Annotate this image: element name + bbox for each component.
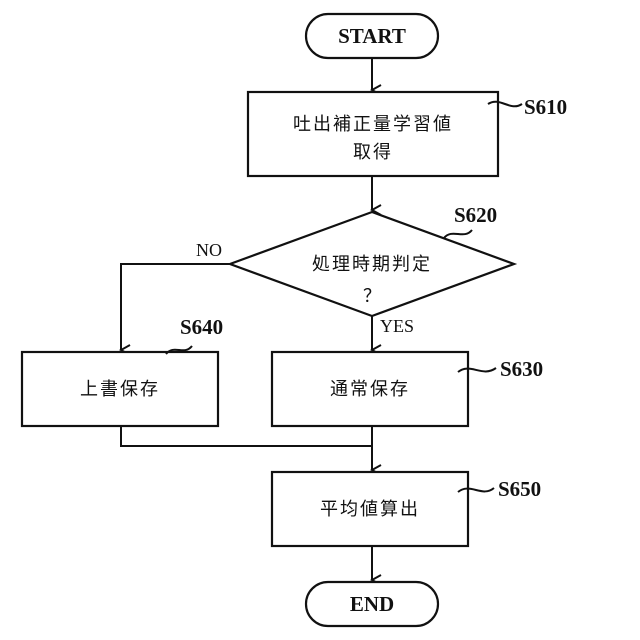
s610-text-line1: 吐出補正量学習値 [293,114,453,135]
s610-step-label: S610 [524,95,567,119]
s610-text-line2: 取得 [353,142,393,163]
s620-leader [444,230,472,238]
s630-step-label: S630 [500,357,543,381]
s650-step-label: S650 [498,477,541,501]
s620-question-mark: ？ [363,286,381,306]
yes-label: YES [380,316,414,336]
s650-text: 平均値算出 [320,499,420,520]
s640-step-label: S640 [180,315,223,339]
s630-text: 通常保存 [330,379,410,400]
merge-line-s640 [121,426,372,446]
s640-text: 上書保存 [80,379,160,400]
s620-step-label: S620 [454,203,497,227]
no-label: NO [196,240,222,260]
s620-text: 処理時期判定 [312,254,432,275]
end-label: END [350,592,394,616]
start-label: START [338,24,406,48]
